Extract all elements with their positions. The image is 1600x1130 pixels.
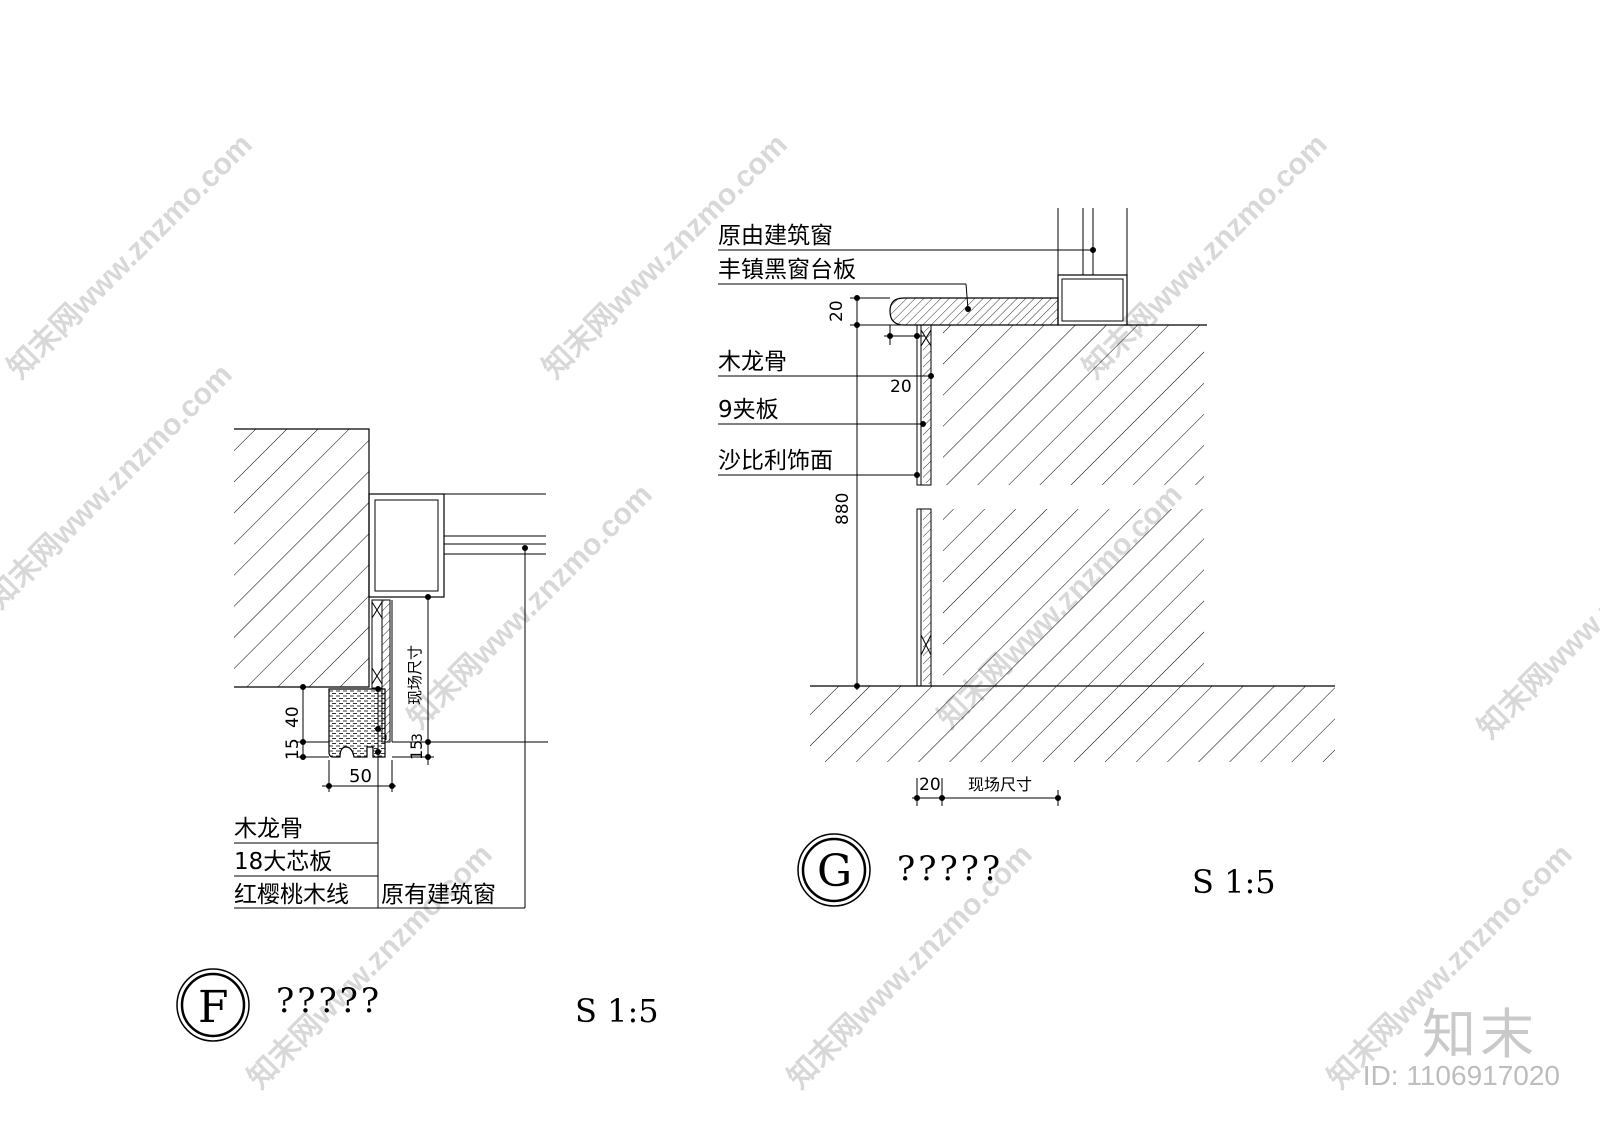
leader-dot [522, 545, 528, 551]
floor-section [810, 686, 1335, 762]
watermark-text: 知末网www.znzmo.com [1472, 488, 1600, 745]
dim-dot [425, 754, 431, 760]
leader-line [965, 283, 969, 310]
leader-dot [375, 726, 381, 732]
keel-cross [371, 667, 383, 685]
leader-dot [375, 686, 381, 692]
detail-f-title: ????? [276, 981, 382, 1021]
window-frame-inner [1061, 278, 1124, 322]
dim-dot [326, 783, 332, 789]
dim-15: 15 [283, 738, 303, 760]
dim-dot [300, 739, 306, 745]
leader-dot [1090, 247, 1096, 253]
label-sapele: 沙比利饰面 [718, 448, 833, 474]
window-frame [1057, 274, 1128, 326]
dim-dot [300, 684, 306, 690]
wood-keel-strip [371, 599, 383, 689]
leader-dot [914, 472, 920, 478]
window-frame-inner [374, 499, 439, 592]
brand-logo: 知末 [1422, 1003, 1538, 1066]
dim-dot [914, 333, 920, 339]
detail-f-scale: S 1:5 [575, 992, 659, 1030]
site-size-note: 现场尺寸 [406, 645, 424, 705]
label-existing-window: 原有建筑窗 [381, 882, 496, 908]
dim-20-top: 20 [827, 300, 847, 322]
dim-20-mid: 20 [890, 377, 912, 397]
section-symbol-f-inner [180, 972, 246, 1038]
watermark-text: 知末网www.znzmo.com [0, 358, 239, 615]
keel-cross [920, 329, 932, 347]
dim-20-bottom: 20 [919, 775, 941, 795]
section-symbol-g-inner [801, 837, 867, 903]
dim-dot [300, 754, 306, 760]
watermark-text: 知末网www.znzmo.com [2, 128, 259, 385]
detail-g-text: 原由建筑窗 丰镇黑窗台板 木龙骨 9夹板 沙比利饰面 20 20 880 20 … [718, 223, 1276, 901]
detail-g-title: ????? [897, 849, 1003, 889]
window-frame [368, 493, 445, 598]
label-plywood: 9夹板 [718, 397, 779, 423]
leader-dot [928, 373, 934, 379]
section-letter-f: F [198, 982, 229, 1033]
dim-site-size: 现场尺寸 [968, 775, 1032, 794]
dim-dot [1055, 795, 1061, 801]
label-wood-keel: 木龙骨 [718, 349, 787, 375]
dim-dot [914, 795, 920, 801]
wall-section-lower [943, 509, 1204, 686]
detail-f-text: 40 15 50 15 3 现场尺寸 木龙骨 18大芯板 红樱桃木线 原有建筑窗… [198, 645, 659, 1033]
leader-dot [965, 306, 971, 312]
cherry-moulding [328, 688, 386, 758]
leader-dot [375, 749, 381, 755]
keel-cross [371, 601, 383, 619]
label-18-board: 18大芯板 [234, 849, 332, 875]
plywood-hatch [923, 327, 931, 483]
detail-g-scale: S 1:5 [1192, 863, 1276, 901]
section-symbol-g [797, 833, 871, 907]
label-original-window: 原由建筑窗 [718, 223, 833, 249]
section-letter-g: G [817, 846, 852, 897]
detail-g [718, 208, 1335, 907]
dim-40: 40 [283, 706, 303, 728]
wall-section [234, 429, 369, 687]
wall-section-upper [943, 325, 1204, 485]
dim-dot [854, 295, 860, 301]
dim-15b: 15 [407, 740, 426, 760]
dim-dot [887, 333, 893, 339]
dim-3: 3 [410, 733, 426, 742]
dim-dot [939, 795, 945, 801]
dim-dot [854, 683, 860, 689]
document-id: ID: 1106917020 [1362, 1060, 1560, 1091]
dim-880: 880 [833, 493, 853, 525]
dim-dot [854, 322, 860, 328]
label-wood-keel: 木龙骨 [234, 816, 303, 842]
sill-board [889, 297, 1059, 326]
detail-f [176, 428, 548, 1042]
section-symbol-f [176, 968, 250, 1042]
dim-dot [425, 594, 431, 600]
label-sill-board: 丰镇黑窗台板 [718, 257, 856, 283]
dim-50: 50 [349, 766, 372, 787]
dim-dot [425, 739, 431, 745]
dim-dot [389, 783, 395, 789]
label-cherry-line: 红樱桃木线 [234, 882, 349, 908]
plywood-hatch [923, 511, 931, 684]
leader-dot [920, 421, 926, 427]
board-strip [381, 599, 391, 743]
watermark-text: 知末网www.znzmo.com [402, 478, 659, 735]
keel-cross [920, 634, 932, 656]
